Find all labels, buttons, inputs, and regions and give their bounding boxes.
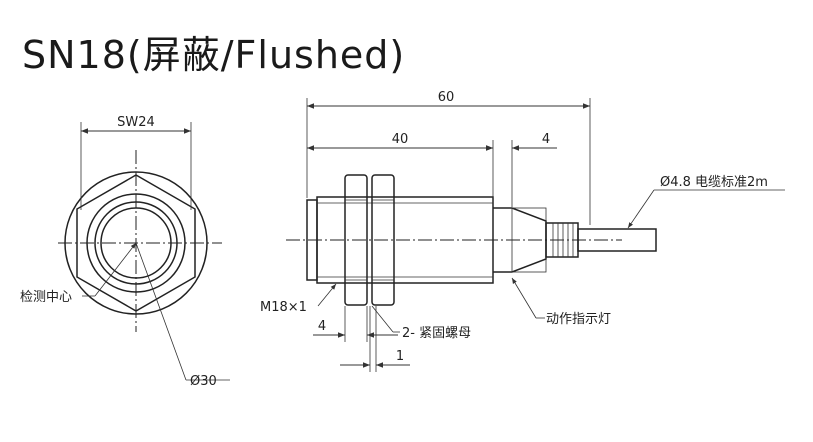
indicator-leader xyxy=(511,277,537,319)
sensing-center-leader xyxy=(94,242,137,297)
nut-left xyxy=(344,174,368,306)
diameter-label: Ø30 xyxy=(190,374,217,389)
page-title: SN18(屏蔽/Flushed) xyxy=(22,33,406,77)
cable-label: Ø4.8 电缆标准2m xyxy=(660,174,768,190)
diameter-leader xyxy=(135,242,187,381)
inner-ring-outer xyxy=(86,193,186,293)
cable xyxy=(577,228,657,252)
nut-leader xyxy=(371,305,394,333)
sw-label: SW24 xyxy=(117,115,155,130)
nut-thickness-label: 1 xyxy=(396,349,404,364)
outer-circle xyxy=(64,171,208,315)
sensing-face xyxy=(100,207,172,279)
nut-right xyxy=(371,174,395,306)
tail-length-label: 4 xyxy=(542,132,550,147)
threaded-barrel xyxy=(316,196,494,284)
thread-label: M18×1 xyxy=(260,300,307,315)
indicator-label: 动作指示灯 xyxy=(546,312,611,327)
nut-label: 2- 紧固螺母 xyxy=(402,326,471,341)
hex-nut-outline xyxy=(76,174,196,312)
total-length-label: 60 xyxy=(438,90,455,105)
thread-length-label: 40 xyxy=(392,132,409,147)
thread-leader xyxy=(317,283,337,307)
cable-leader xyxy=(627,189,655,229)
side-view: 60 40 4 Ø4.8 电缆标准2m M18×1 4 2- 紧固螺母 1 xyxy=(260,90,785,372)
front-view: SW24 检测中心 Ø30 xyxy=(20,115,230,389)
sensing-center-label: 检测中心 xyxy=(20,290,72,305)
nut-offset-label: 4 xyxy=(318,319,326,334)
inner-ring-middle xyxy=(94,201,178,285)
